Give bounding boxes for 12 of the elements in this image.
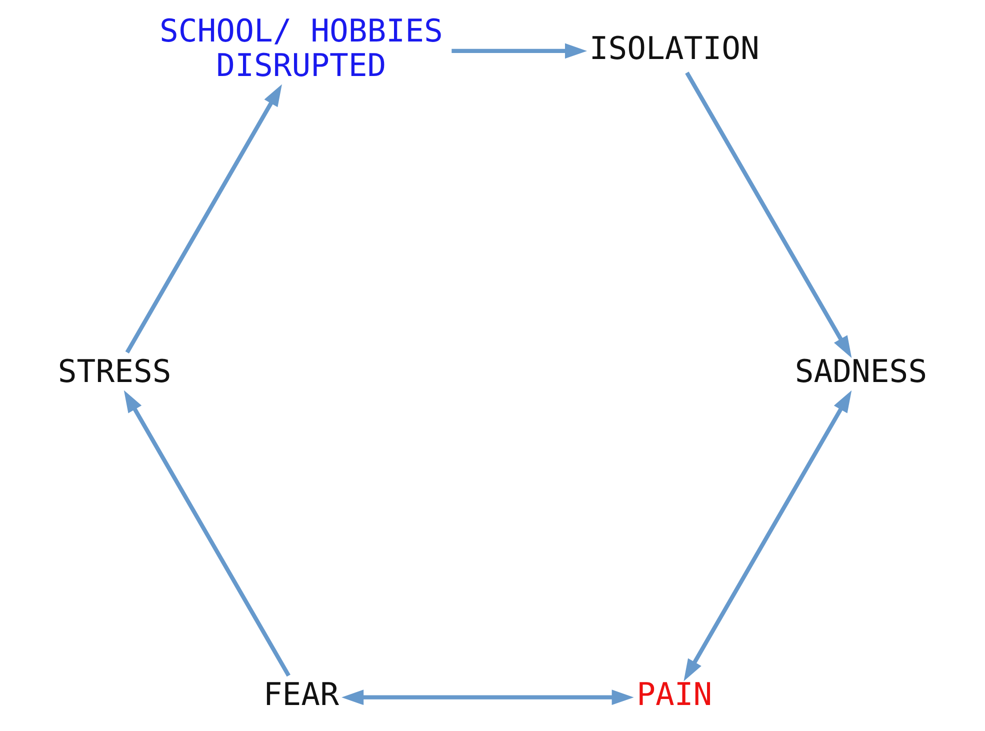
node-text: STRESS xyxy=(58,354,172,390)
arrow xyxy=(125,84,282,354)
node-text: SADNESS xyxy=(794,354,928,390)
node-text: SCHOOL/ HOBBIES DISRUPTED xyxy=(160,14,443,84)
arrow xyxy=(684,390,852,682)
arrow xyxy=(124,390,290,677)
node-text: ISOLATION xyxy=(589,30,760,67)
arrow xyxy=(685,72,852,358)
arrow xyxy=(452,43,588,59)
arrow xyxy=(342,690,634,706)
node-text: PAIN xyxy=(636,677,712,714)
node-text: FEAR xyxy=(263,677,339,714)
